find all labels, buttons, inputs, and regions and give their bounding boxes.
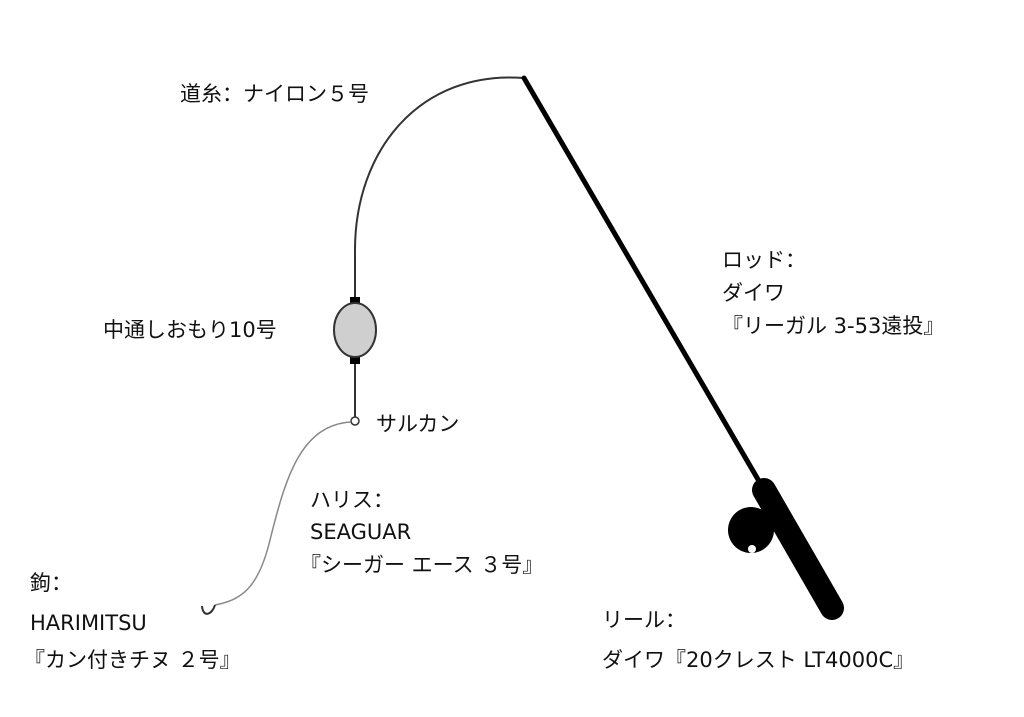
rod-title: ロッド：	[722, 248, 806, 272]
sinker-bottom-stopper	[350, 355, 360, 364]
leader-maker: SEAGUAR	[310, 520, 412, 544]
reel-handle-icon	[748, 545, 756, 553]
swivel-icon	[350, 416, 360, 426]
hook-title: 鉤：	[30, 571, 72, 595]
leader-line	[214, 421, 352, 606]
sinker-icon	[333, 302, 377, 358]
sinker-top-stopper	[350, 297, 360, 306]
sinker-label: 中通しおもり10号	[103, 318, 277, 342]
hook-model: 『カン付きチヌ ２号』	[24, 648, 241, 672]
reel-title: リール：	[602, 608, 686, 632]
hook-icon	[201, 604, 216, 615]
reel-icon	[728, 507, 774, 553]
rod-maker: ダイワ	[722, 281, 785, 305]
swivel-label: サルカン	[376, 412, 460, 436]
reel-model: ダイワ『20クレスト LT4000C』	[602, 648, 915, 672]
main-line	[354, 76, 525, 298]
rod-blank	[521, 75, 773, 503]
leader-title: ハリス：	[310, 488, 394, 512]
rod-model: 『リーガル 3-53遠投』	[722, 314, 945, 338]
leader-model: 『シーガー エース ３号』	[300, 553, 544, 577]
rod-grip	[752, 478, 844, 620]
hook-maker: HARIMITSU	[30, 611, 147, 635]
main-line-label: 道糸：ナイロン５号	[180, 82, 369, 106]
